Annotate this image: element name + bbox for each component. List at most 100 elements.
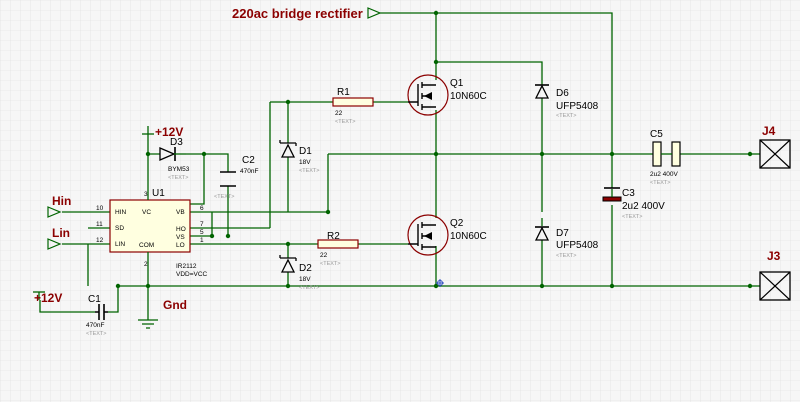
r2-ref: R2 <box>327 231 340 242</box>
u1-pin-com: COM <box>139 242 154 249</box>
supply-label: 220ac bridge rectifier <box>232 6 363 21</box>
d1-ref: D1 <box>299 146 312 157</box>
c1-value: 470nF <box>86 322 104 329</box>
u1-pinnum-1: 1 <box>200 237 204 244</box>
r2-value: 22 <box>320 252 328 259</box>
d2-ref: D2 <box>299 263 312 274</box>
j3-ref: J3 <box>767 249 781 263</box>
wires <box>39 12 750 320</box>
c2-value: 470nF <box>240 168 258 175</box>
d3-value: BYM53 <box>168 166 190 173</box>
d6-text: <TEXT> <box>556 113 576 119</box>
hin-label: Hin <box>52 194 71 208</box>
u1-pinnum-6: 6 <box>200 205 204 212</box>
d7-value: UFP5408 <box>556 240 599 251</box>
vcc-terminal-bottom[interactable]: +12V <box>33 291 62 305</box>
c5-capacitor[interactable]: C5 2u2 400V <TEXT> <box>650 129 681 186</box>
q1-mosfet[interactable]: Q1 10N60C <box>407 74 487 116</box>
q1-ref: Q1 <box>450 78 464 89</box>
u1-pin-vs: VS <box>176 234 185 241</box>
j4-connector[interactable]: J4 <box>747 124 791 169</box>
d1-text: <TEXT> <box>299 168 319 174</box>
c5-text: <TEXT> <box>650 180 670 186</box>
d7-diode[interactable]: D7 UFP5408 <TEXT> <box>534 226 599 259</box>
u1-pinnum-7: 7 <box>200 221 204 228</box>
q2-mosfet[interactable]: Q2 10N60C <box>407 214 487 256</box>
q2-ref: Q2 <box>450 218 464 229</box>
j4-ref: J4 <box>762 124 776 138</box>
q1-body <box>407 74 449 116</box>
c2-capacitor[interactable]: C2 470nF <TEXT> <box>214 155 258 200</box>
r2-resistor[interactable]: R2 22 <TEXT> <box>317 231 359 267</box>
u1-pin-sd: SD <box>115 225 124 232</box>
d7-ref: D7 <box>556 228 569 239</box>
supply-terminal-arrow <box>367 7 382 19</box>
vcc-label-top: +12V <box>155 125 183 139</box>
c3-text: <TEXT> <box>622 214 642 220</box>
c2-ref: C2 <box>242 155 255 166</box>
u1-pin-vb: VB <box>176 209 185 216</box>
junction-dots <box>115 10 615 289</box>
u1-pin-lin: LIN <box>115 241 125 248</box>
origin-marker <box>436 279 444 287</box>
d7-text: <TEXT> <box>556 253 576 259</box>
q2-value: 10N60C <box>450 231 487 242</box>
gnd-terminal[interactable]: Gnd <box>138 298 187 329</box>
r1-resistor[interactable]: R1 22 <TEXT> <box>332 87 374 125</box>
u1-pinnum-10: 10 <box>96 205 104 212</box>
r1-text: <TEXT> <box>335 119 355 125</box>
lin-label: Lin <box>52 226 70 240</box>
u1-pinnum-2: 2 <box>144 261 148 268</box>
u1-pin-lo: LO <box>176 242 185 249</box>
u1-pinnum-5: 5 <box>200 229 204 236</box>
hin-terminal[interactable]: Hin <box>47 194 71 218</box>
u1-pinnum-12: 12 <box>96 237 104 244</box>
c1-capacitor[interactable]: C1 470nF <TEXT> <box>86 294 108 337</box>
j3-body <box>759 271 791 301</box>
u1-sub: VDD=VCC <box>176 271 208 278</box>
d3-ref: D3 <box>170 137 183 148</box>
d6-ref: D6 <box>556 88 569 99</box>
c5-ref: C5 <box>650 129 663 140</box>
r2-text: <TEXT> <box>320 261 340 267</box>
r1-value: 22 <box>335 110 343 117</box>
c1-ref: C1 <box>88 294 101 305</box>
u1-pin-vc: VC <box>142 209 151 216</box>
j3-connector[interactable]: J3 <box>747 249 791 301</box>
r2-body <box>317 239 359 249</box>
lin-terminal[interactable]: Lin <box>47 226 70 250</box>
d2-zener[interactable]: D2 18V <TEXT> <box>279 255 319 291</box>
c2-text: <TEXT> <box>214 194 234 200</box>
d1-value: 18V <box>299 159 311 166</box>
d1-zener[interactable]: D1 18V <TEXT> <box>279 140 319 174</box>
gnd-label: Gnd <box>163 298 187 312</box>
u1-pinnum-11: 11 <box>96 221 103 228</box>
c5-value: 2u2 400V <box>650 171 678 178</box>
supply-label-group: 220ac bridge rectifier <box>232 6 382 21</box>
d3-diode[interactable]: D3 BYM53 <TEXT> <box>159 137 190 181</box>
d3-text: <TEXT> <box>168 175 188 181</box>
r1-body <box>332 97 374 107</box>
u1-pinnum-3: 3 <box>144 191 148 198</box>
u1-body <box>109 199 191 253</box>
c3-ref: C3 <box>622 188 635 199</box>
u1-part: IR2112 <box>176 263 197 270</box>
d2-text: <TEXT> <box>299 285 319 291</box>
vcc-terminal-top[interactable]: +12V <box>142 125 183 139</box>
c3-capacitor[interactable]: C3 2u2 400V <TEXT> <box>602 187 665 220</box>
c3-value: 2u2 400V <box>622 201 665 212</box>
c1-text: <TEXT> <box>86 331 106 337</box>
r1-ref: R1 <box>337 87 350 98</box>
j4-body <box>759 139 791 169</box>
u1-ir2112[interactable]: U1 HIN SD LIN VC COM VB HO VS LO 10 11 1… <box>96 188 208 278</box>
u1-ref: U1 <box>152 188 165 199</box>
u1-pin-hin: HIN <box>115 209 127 216</box>
q2-body <box>407 214 449 256</box>
d2-value: 18V <box>299 276 311 283</box>
d6-diode[interactable]: D6 UFP5408 <TEXT> <box>534 84 599 119</box>
vcc-label-bottom: +12V <box>34 291 62 305</box>
q1-value: 10N60C <box>450 91 487 102</box>
d6-value: UFP5408 <box>556 101 599 112</box>
u1-pin-ho: HO <box>176 226 186 233</box>
